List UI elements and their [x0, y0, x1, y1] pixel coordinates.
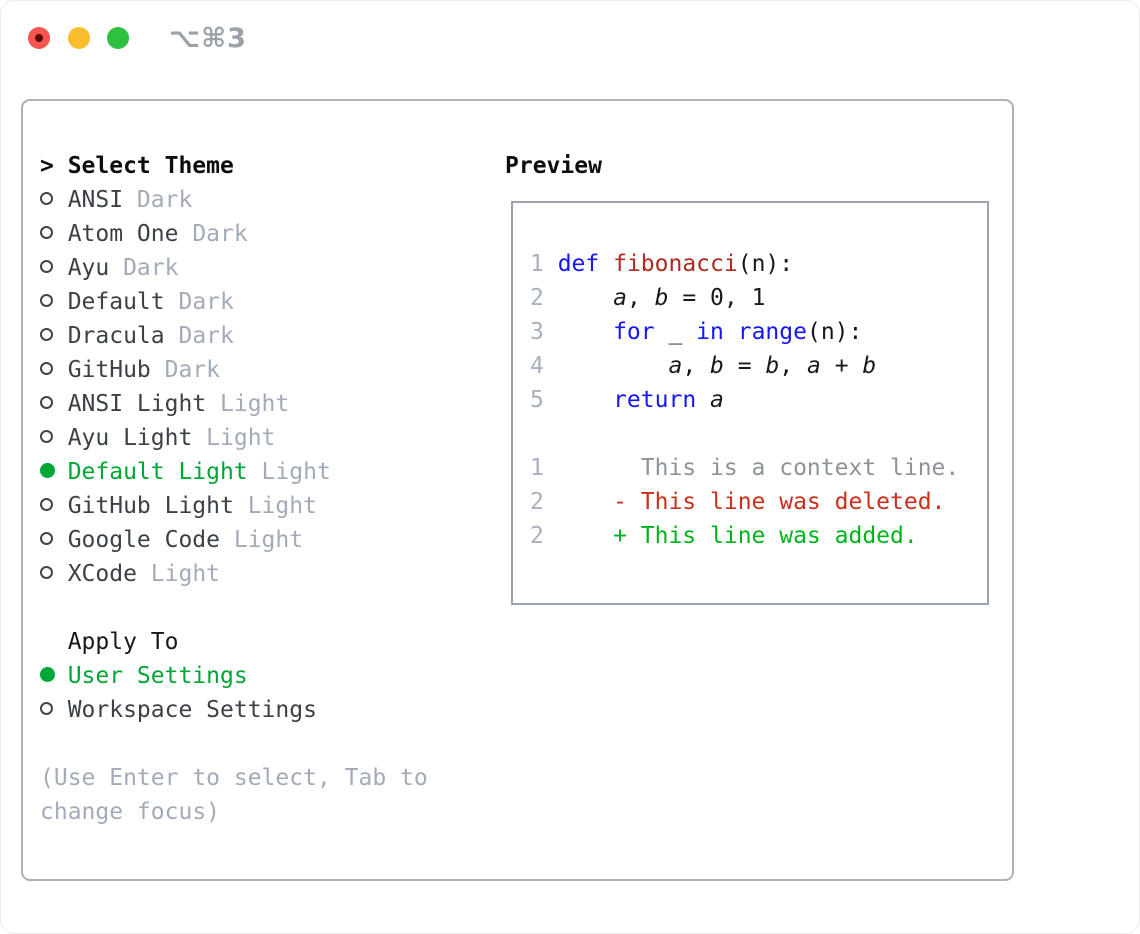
zoom-button[interactable]	[107, 27, 129, 49]
minimize-button[interactable]	[68, 27, 90, 49]
theme-variant-label: Dark	[178, 221, 248, 247]
spacer-row	[40, 727, 428, 761]
theme-option-ayu[interactable]: Ayu Dark	[40, 251, 428, 285]
theme-option-ansi[interactable]: ANSI Dark	[40, 183, 428, 217]
theme-variant-label: Light	[247, 459, 331, 485]
radio-icon	[40, 328, 53, 341]
code-line-7: 1 This is a context line.	[530, 451, 975, 485]
radio-selected-icon	[40, 667, 55, 682]
prompt-icon: >	[40, 153, 54, 179]
apply-option-user-settings[interactable]: User Settings	[40, 659, 428, 693]
radio-icon	[40, 294, 53, 307]
theme-variant-label: Light	[233, 493, 317, 519]
theme-option-google-code[interactable]: Google Code Light	[40, 523, 428, 557]
window-title: ⌥⌘3	[169, 23, 247, 54]
theme-variant-label: Light	[136, 561, 221, 587]
theme-option-github-light[interactable]: GitHub Light Light	[40, 489, 428, 523]
code-line-3: 3 for _ in range(n):	[530, 315, 975, 349]
radio-icon	[40, 498, 53, 511]
theme-variant-label: Light	[192, 425, 276, 451]
line-number: 2	[530, 489, 544, 515]
line-number: 1	[530, 455, 544, 481]
line-number: 3	[530, 319, 544, 345]
theme-variant-label: Dark	[123, 187, 193, 213]
theme-option-default-light[interactable]: Default Light Light	[40, 455, 428, 489]
line-number: 5	[530, 387, 544, 413]
radio-icon	[40, 532, 53, 545]
theme-option-github-light-label: GitHub Light	[67, 493, 234, 519]
theme-option-ansi-light[interactable]: ANSI Light Light	[40, 387, 428, 421]
spacer-row	[40, 591, 428, 625]
code-line-6	[530, 417, 975, 451]
apply-option-workspace-settings-label: Workspace Settings	[67, 697, 317, 723]
radio-icon	[40, 566, 53, 579]
theme-option-ansi-light-label: ANSI Light	[67, 391, 207, 417]
theme-option-dracula-label: Dracula	[67, 323, 165, 349]
line-number: 2	[530, 523, 544, 549]
radio-selected-icon	[40, 463, 55, 478]
theme-option-default-light-label: Default Light	[67, 459, 248, 485]
theme-option-google-code-label: Google Code	[67, 527, 221, 553]
preview-header: Preview	[505, 153, 602, 179]
select-theme-header: Select Theme	[67, 153, 234, 179]
radio-icon	[40, 192, 53, 205]
theme-variant-label: Dark	[150, 357, 221, 383]
theme-option-xcode[interactable]: XCode Light	[40, 557, 428, 591]
window-titlebar: ⌥⌘3	[1, 1, 1139, 77]
theme-variant-label: Light	[220, 527, 304, 553]
select-theme-header-row: > Select Theme	[40, 149, 428, 183]
help-text-line-1: (Use Enter to select, Tab to	[40, 765, 428, 791]
code-line-2: 2 a, b = 0, 1	[530, 281, 975, 315]
code-line-4: 4 a, b = b, a + b	[530, 349, 975, 383]
code-line-8: 2 - This line was deleted.	[530, 485, 975, 519]
theme-option-atom-one[interactable]: Atom One Dark	[40, 217, 428, 251]
close-button[interactable]	[28, 27, 50, 49]
theme-option-default-label: Default	[67, 289, 165, 315]
theme-option-github[interactable]: GitHub Dark	[40, 353, 428, 387]
apply-option-user-settings-label: User Settings	[67, 663, 248, 689]
theme-option-ansi-label: ANSI	[67, 187, 124, 213]
unsaved-changes-dot-icon	[35, 34, 43, 42]
theme-variant-label: Dark	[109, 255, 179, 281]
theme-option-atom-one-label: Atom One	[67, 221, 179, 247]
apply-option-workspace-settings[interactable]: Workspace Settings	[40, 693, 428, 727]
line-number: 2	[530, 285, 544, 311]
theme-option-github-label: GitHub	[67, 357, 151, 383]
theme-option-ayu-label: Ayu	[67, 255, 110, 281]
radio-icon	[40, 430, 53, 443]
radio-icon	[40, 260, 53, 273]
theme-option-ayu-light[interactable]: Ayu Light Light	[40, 421, 428, 455]
theme-variant-label: Dark	[164, 323, 234, 349]
line-number: 4	[530, 353, 544, 379]
theme-variant-label: Light	[206, 391, 290, 417]
theme-option-ayu-light-label: Ayu Light	[67, 425, 193, 451]
theme-option-dracula[interactable]: Dracula Dark	[40, 319, 428, 353]
line-number: 1	[530, 251, 544, 277]
apply-to-header: Apply To	[67, 629, 179, 655]
theme-variant-label: Dark	[164, 289, 234, 315]
preview-header-row: Preview	[505, 149, 989, 183]
help-text: (Use Enter to select, Tab to change focu…	[40, 761, 428, 829]
apply-to-header-row: Apply To	[40, 625, 428, 659]
theme-option-xcode-label: XCode	[67, 561, 137, 587]
radio-icon	[40, 396, 53, 409]
theme-option-default[interactable]: Default Dark	[40, 285, 428, 319]
help-text-line-2: change focus)	[40, 799, 221, 825]
code-line-9: 2 + This line was added.	[530, 519, 975, 553]
code-line-5: 5 return a	[530, 383, 975, 417]
radio-icon	[40, 226, 53, 239]
radio-icon	[40, 702, 53, 715]
radio-icon	[40, 362, 53, 375]
